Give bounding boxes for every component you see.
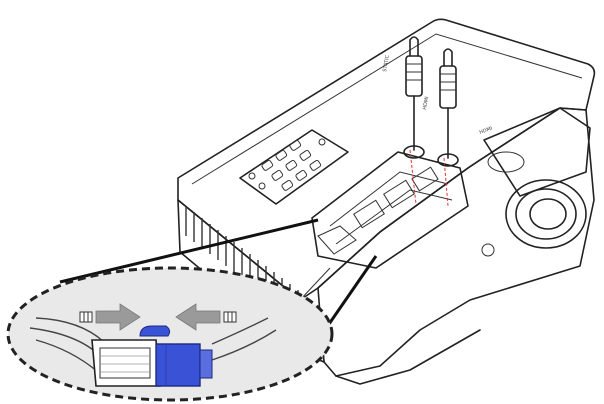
blue-connector xyxy=(139,325,213,387)
callout-magnified-view xyxy=(6,266,334,402)
arrow-left-icon xyxy=(175,303,237,331)
label-lens: HDMI xyxy=(479,126,494,136)
label-right-port: HDMI xyxy=(422,96,430,110)
arrow-right-icon xyxy=(79,303,141,331)
label-left-port: STATIC xyxy=(382,54,391,72)
keypad xyxy=(239,129,349,205)
cable-left xyxy=(403,36,425,159)
cable-right xyxy=(437,48,459,167)
connector-bay xyxy=(311,149,469,269)
lens xyxy=(481,107,591,257)
